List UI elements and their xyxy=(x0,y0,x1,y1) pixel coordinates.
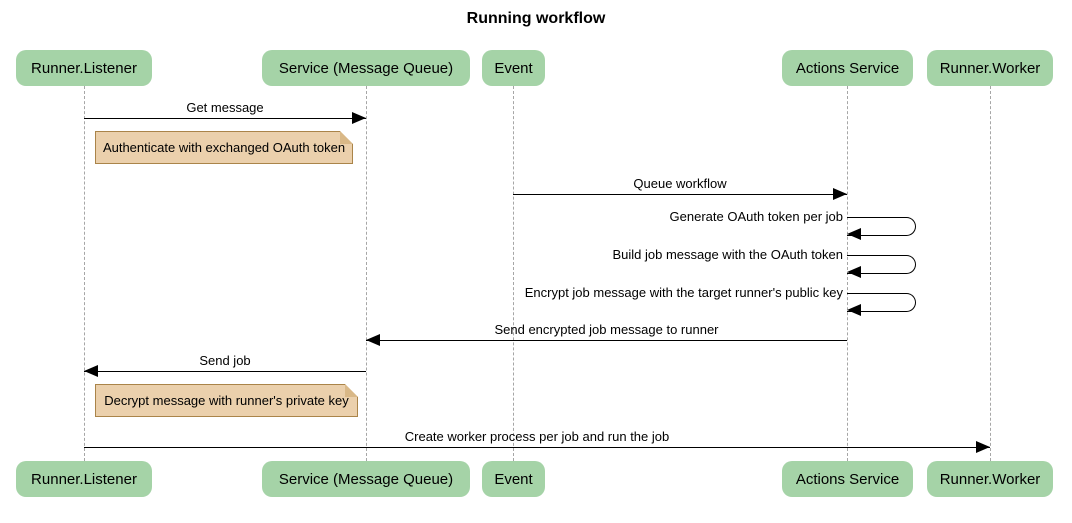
note-decrypt-message: Decrypt message with runner's private ke… xyxy=(95,384,358,417)
self-loop-build-job-message xyxy=(847,255,916,274)
arrowhead-right-icon xyxy=(352,112,366,124)
arrowhead-left-icon xyxy=(847,228,861,240)
message-line-create-worker xyxy=(84,447,990,448)
self-message-label-generate-token: Generate OAuth token per job xyxy=(669,209,843,224)
participant-bottom-actions-service: Actions Service xyxy=(782,461,913,497)
lifeline-event xyxy=(513,86,514,461)
arrowhead-left-icon xyxy=(366,334,380,346)
lifeline-runner-listener xyxy=(84,86,85,461)
message-line-send-job xyxy=(84,371,366,372)
arrowhead-right-icon xyxy=(976,441,990,453)
note-authenticate-oauth: Authenticate with exchanged OAuth token xyxy=(95,131,353,164)
self-loop-encrypt-job-message xyxy=(847,293,916,312)
message-label-send-encrypted-job: Send encrypted job message to runner xyxy=(494,322,719,337)
arrowhead-left-icon xyxy=(847,304,861,316)
participant-top-runner-listener: Runner.Listener xyxy=(16,50,152,86)
message-label-get-message: Get message xyxy=(186,100,264,115)
participant-bottom-runner-worker: Runner.Worker xyxy=(927,461,1053,497)
message-label-create-worker: Create worker process per job and run th… xyxy=(404,429,670,444)
message-label-queue-workflow: Queue workflow xyxy=(633,176,727,191)
message-line-send-encrypted-job xyxy=(366,340,847,341)
participant-bottom-event: Event xyxy=(482,461,545,497)
self-loop-generate-token xyxy=(847,217,916,236)
arrowhead-left-icon xyxy=(84,365,98,377)
lifeline-service-message-queue xyxy=(366,86,367,461)
self-message-label-build-job-message: Build job message with the OAuth token xyxy=(612,247,843,262)
lifeline-runner-worker xyxy=(990,86,991,461)
participant-bottom-service-message-queue: Service (Message Queue) xyxy=(262,461,470,497)
participant-bottom-runner-listener: Runner.Listener xyxy=(16,461,152,497)
diagram-title: Running workflow xyxy=(466,10,606,27)
participant-top-event: Event xyxy=(482,50,545,86)
message-line-get-message xyxy=(84,118,366,119)
participant-top-actions-service: Actions Service xyxy=(782,50,913,86)
participant-top-runner-worker: Runner.Worker xyxy=(927,50,1053,86)
arrowhead-right-icon xyxy=(833,188,847,200)
self-message-label-encrypt-job-message: Encrypt job message with the target runn… xyxy=(524,285,843,300)
message-label-send-job: Send job xyxy=(199,353,251,368)
arrowhead-left-icon xyxy=(847,266,861,278)
participant-top-service-message-queue: Service (Message Queue) xyxy=(262,50,470,86)
message-line-queue-workflow xyxy=(513,194,847,195)
